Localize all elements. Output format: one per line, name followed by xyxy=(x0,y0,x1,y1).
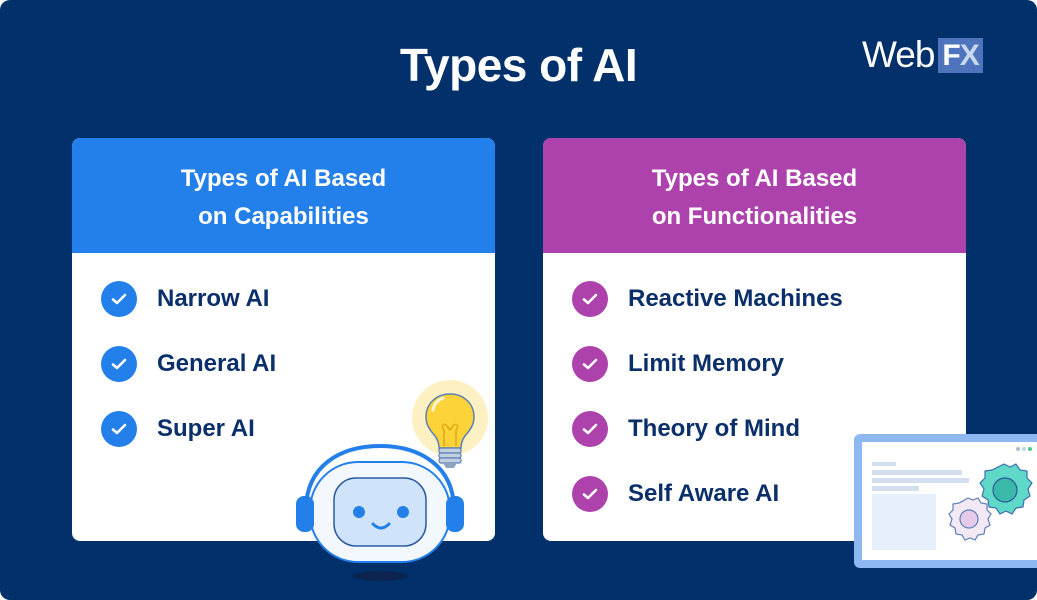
capabilities-list: Narrow AI General AI Super AI xyxy=(101,281,276,476)
page-title: Types of AI xyxy=(399,39,638,91)
check-icon xyxy=(572,346,608,382)
item-label: Reactive Machines xyxy=(628,285,843,312)
item-label: Super AI xyxy=(157,415,255,442)
list-item: Super AI xyxy=(101,411,276,447)
capabilities-card-header: Types of AI Based on Capabilities xyxy=(72,138,495,253)
card-title-line2: on Capabilities xyxy=(198,202,369,230)
list-item: General AI xyxy=(101,346,276,382)
robot-illustration xyxy=(296,380,488,581)
capabilities-card: Types of AI Based on Capabilities Narrow… xyxy=(72,138,495,541)
window-dots-icon xyxy=(1016,447,1032,451)
functionalities-list: Reactive Machines Limit Memory Theory of… xyxy=(572,281,843,541)
list-item: Limit Memory xyxy=(572,346,843,382)
item-label: Limit Memory xyxy=(628,350,785,377)
list-item: Reactive Machines xyxy=(572,281,843,317)
check-icon xyxy=(572,411,608,447)
check-icon xyxy=(101,281,137,317)
check-icon xyxy=(101,411,137,447)
item-label: Narrow AI xyxy=(157,285,270,312)
check-icon xyxy=(572,281,608,317)
check-icon xyxy=(101,346,137,382)
webfx-logo: Web FX xyxy=(862,34,983,75)
card-title-line1: Types of AI Based xyxy=(651,164,858,192)
functionalities-card-header: Types of AI Based on Functionalities xyxy=(543,138,966,253)
list-item: Narrow AI xyxy=(101,281,276,317)
logo-web-text: Web xyxy=(862,34,935,75)
monitor-gears-illustration xyxy=(854,434,1037,568)
item-label: Self Aware AI xyxy=(628,480,780,507)
list-item: Theory of Mind xyxy=(572,411,843,447)
logo-x: X xyxy=(959,38,980,72)
card-title-line2: on Functionalities xyxy=(651,202,858,230)
small-gear-icon xyxy=(948,497,992,541)
logo-fx-badge: FX xyxy=(938,37,983,73)
logo-f: F xyxy=(942,38,960,72)
lightbulb-icon xyxy=(412,380,488,468)
card-title-line1: Types of AI Based xyxy=(180,164,387,192)
check-icon xyxy=(572,476,608,512)
robot-head-icon xyxy=(309,461,451,563)
item-label: General AI xyxy=(157,350,277,377)
large-gear-icon xyxy=(979,463,1033,515)
list-item: Self Aware AI xyxy=(572,476,843,512)
item-label: Theory of Mind xyxy=(628,415,800,442)
